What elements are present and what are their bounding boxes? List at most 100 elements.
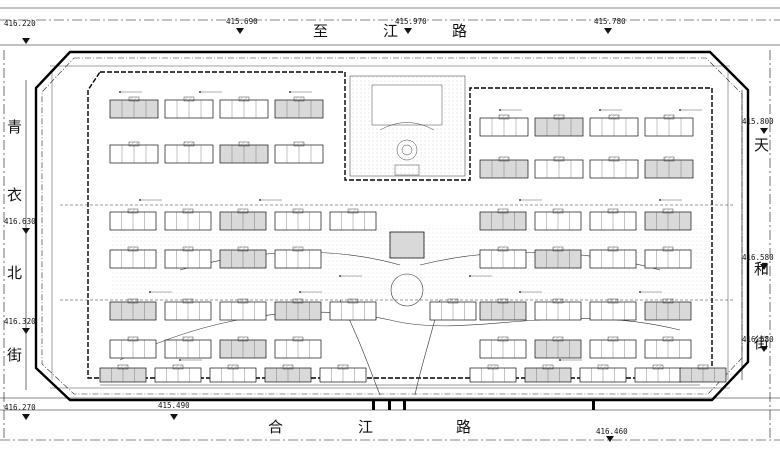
annotation-point [659, 199, 661, 201]
annotation-point [639, 291, 641, 293]
central-building [389, 231, 425, 259]
building-footprint [219, 141, 269, 164]
elevation-marker-icon [170, 414, 178, 420]
annotation-point [119, 91, 121, 93]
elevation-marker-icon [760, 346, 768, 352]
plaza-features [371, 84, 443, 176]
elevation-marker-icon [22, 414, 30, 420]
west-road-name-char-2: 衣 [7, 186, 23, 204]
annotation-point [679, 109, 681, 111]
elevation-marker-icon [606, 436, 614, 442]
east-road [741, 50, 771, 440]
building-footprint [164, 208, 212, 231]
west-road-name-char-1: 青 [7, 118, 23, 136]
south-entrances [372, 400, 595, 410]
building-footprint [329, 208, 377, 231]
elevation-north-left: 416.220 [4, 19, 36, 28]
setback-line [87, 71, 713, 379]
elevation-west-2: 416.320 [4, 317, 36, 326]
building-footprint [644, 336, 692, 359]
building-footprint [469, 364, 517, 383]
elevation-east-3: 416.580 [742, 335, 774, 344]
annotation-point [139, 199, 141, 201]
annotation-point [299, 291, 301, 293]
elevation-marker-icon [604, 28, 612, 34]
north-road-name-char-3: 路 [452, 22, 468, 40]
elevation-marker-icon [760, 264, 768, 270]
south-road-name-char-3: 路 [456, 418, 472, 436]
building-footprint [99, 364, 147, 383]
annotation-point [259, 199, 261, 201]
annotation-point [499, 109, 501, 111]
building-footprint [219, 298, 267, 321]
east-road-name-char-1: 天 [754, 136, 770, 154]
building-footprint [479, 156, 529, 179]
annotation-point [199, 91, 201, 93]
north-road-name-char-2: 江 [383, 22, 399, 40]
elevation-west-1: 416.630 [4, 217, 36, 226]
building-footprint [219, 246, 267, 269]
building-footprint [479, 298, 527, 321]
building-footprint [524, 364, 572, 383]
south-road-name-char-1: 合 [268, 418, 284, 436]
annotation-point [559, 359, 561, 361]
building-footprint [534, 298, 582, 321]
building-footprint [274, 246, 322, 269]
annotation-point [519, 199, 521, 201]
building-footprint [109, 246, 157, 269]
building-footprint [219, 96, 269, 119]
elevation-east-2: 416.580 [742, 253, 774, 262]
annotation-point [149, 291, 151, 293]
building-footprint [329, 298, 377, 321]
building-footprint [154, 364, 202, 383]
building-footprint [164, 141, 214, 164]
south-road-name-char-2: 江 [358, 418, 374, 436]
building-footprint [479, 246, 527, 269]
building-footprint [164, 96, 214, 119]
elevation-marker-icon [22, 328, 30, 334]
elevation-marker-icon [760, 128, 768, 134]
building-footprint [109, 208, 157, 231]
elevation-marker-icon [22, 38, 30, 44]
elevation-north-1: 415.690 [226, 17, 258, 26]
building-footprint [534, 336, 582, 359]
west-road-name-char-3: 北 [7, 264, 23, 282]
building-footprint [644, 114, 694, 137]
building-footprint [644, 208, 692, 231]
north-road-name-char-1: 至 [313, 22, 329, 40]
residential-buildings [99, 96, 727, 383]
building-footprint [579, 364, 627, 383]
building-footprint [219, 208, 267, 231]
building-footprint [644, 298, 692, 321]
elevation-south-left: 416.270 [4, 403, 36, 412]
building-footprint [274, 336, 322, 359]
building-footprint [589, 336, 637, 359]
building-footprint [644, 156, 694, 179]
building-footprint [109, 96, 159, 119]
building-footprint [274, 96, 324, 119]
dimension-lines [50, 65, 730, 389]
building-footprint [274, 208, 322, 231]
building-footprint [634, 364, 682, 383]
elevation-south-2: 416.460 [596, 427, 628, 436]
building-footprint [164, 246, 212, 269]
site-boundary [34, 50, 750, 402]
building-footprint [109, 336, 157, 359]
building-footprint [589, 208, 637, 231]
building-footprint [274, 298, 322, 321]
building-footprint [589, 114, 639, 137]
annotation-point [179, 359, 181, 361]
building-footprint [274, 141, 324, 164]
annotation-point [289, 91, 291, 93]
building-footprint [589, 156, 639, 179]
annotation-point [519, 291, 521, 293]
building-footprint [109, 141, 159, 164]
building-footprint [479, 208, 527, 231]
building-footprint [109, 298, 157, 321]
elevation-north-2: 415.970 [395, 17, 427, 26]
building-footprint [429, 298, 477, 321]
building-footprint [164, 298, 212, 321]
annotation-point [469, 275, 471, 277]
building-footprint [164, 336, 212, 359]
